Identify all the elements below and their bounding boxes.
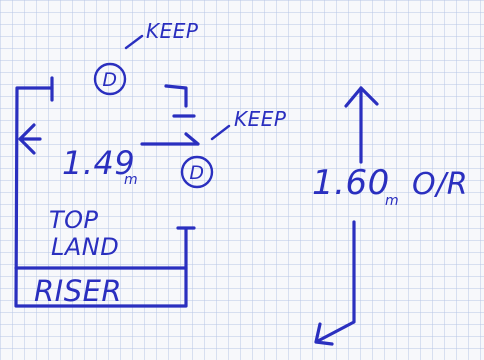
- height-arrow-lower: [314, 220, 356, 346]
- width-dimension-arrow: [18, 123, 200, 155]
- height-arrow-upper: [344, 86, 379, 164]
- top-wall-end-marker-right: [164, 84, 196, 118]
- width-value: 1.49: [62, 144, 135, 182]
- width-unit: m: [124, 172, 138, 188]
- keep-note-top: KEEP: [146, 19, 199, 43]
- top-landing-label-line1: TOP: [49, 206, 99, 234]
- door-circle-top: [93, 62, 127, 96]
- height-suffix: O/R: [412, 167, 468, 202]
- keep-leader-line-right: [210, 124, 231, 141]
- keep-note-right: KEEP: [234, 107, 287, 131]
- door-label-top: D: [102, 69, 117, 91]
- room-outline-left-wall: [14, 86, 188, 308]
- door-circle-right: [180, 155, 214, 189]
- riser-label: RISER: [34, 274, 122, 308]
- height-unit: m: [385, 193, 399, 209]
- height-value: 1.60: [312, 163, 390, 203]
- top-landing-label-line2: LAND: [51, 233, 119, 261]
- room-outline-right-wall: [176, 226, 196, 270]
- door-label-right: D: [189, 162, 204, 184]
- keep-leader-line-top: [124, 34, 144, 50]
